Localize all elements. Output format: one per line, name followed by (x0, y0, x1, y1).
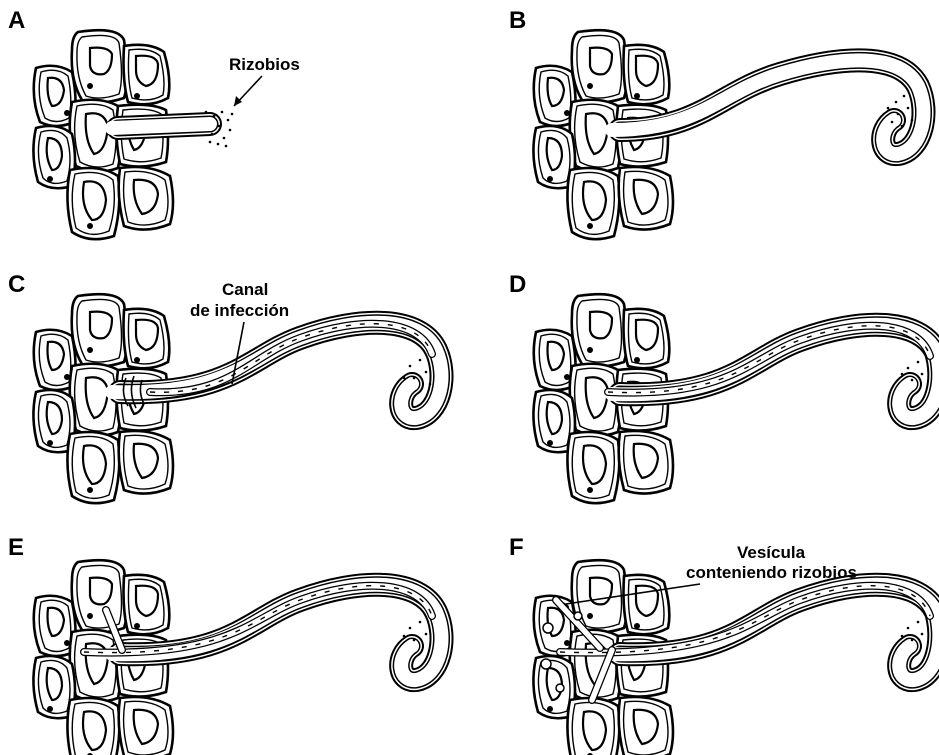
vesicula-label-line2: conteniendo rizobios (686, 563, 857, 582)
panel-e: E (8, 534, 442, 755)
panel-label-f: F (509, 534, 524, 561)
panel-label-e: E (8, 534, 24, 561)
panel-label-a: A (8, 7, 25, 34)
rizobios-label: Rizobios (229, 55, 300, 74)
canal-label-line1: Canal (222, 280, 268, 299)
vesicula-label-line1: Vesícula (737, 543, 806, 562)
panel-b: B (509, 7, 924, 239)
root-hair-a (112, 124, 210, 128)
canal-label-line2: de infección (190, 301, 289, 320)
panel-c: C Canal de infección (8, 271, 442, 503)
panel-label-c: C (8, 271, 25, 298)
panel-d: D (509, 271, 939, 503)
panel-a: A Rizobios (8, 7, 300, 239)
rizobios-arrowhead (234, 96, 242, 106)
panel-label-b: B (509, 7, 526, 34)
panel-f: F Vesícula conteniendo rizob (509, 534, 939, 755)
panel-label-d: D (509, 271, 526, 298)
